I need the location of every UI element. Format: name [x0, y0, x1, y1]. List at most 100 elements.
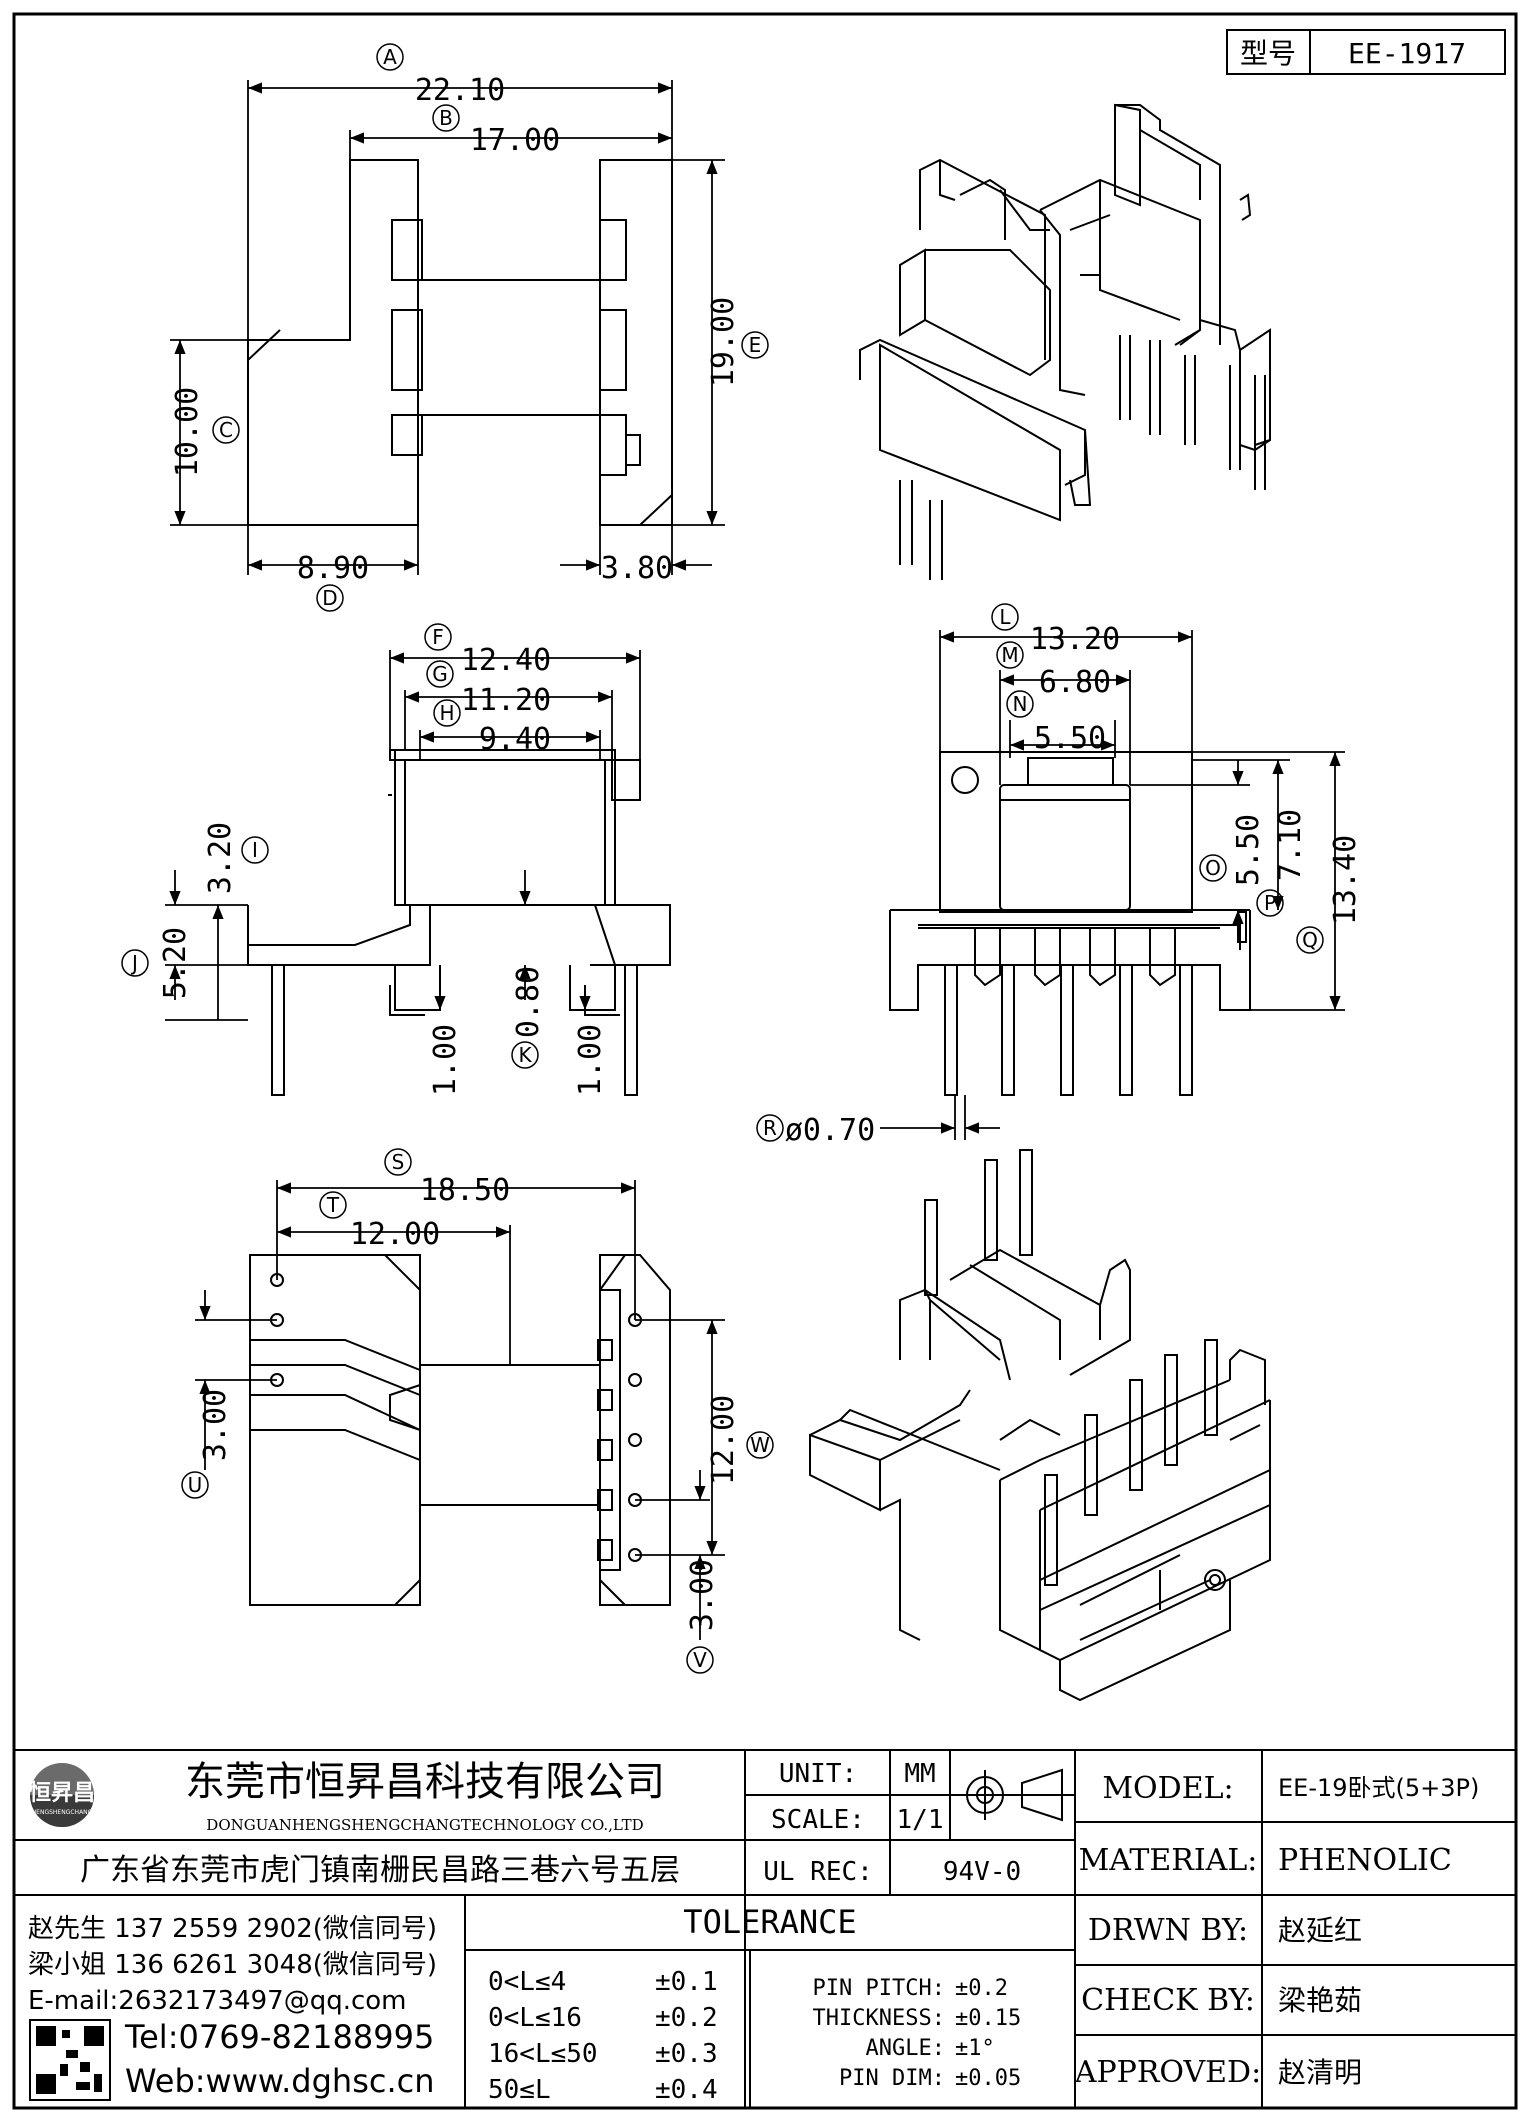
dim-value-r: ø0.70	[785, 1113, 875, 1148]
contact-line-1: 赵先生 137 2559 2902(微信同号)	[28, 1914, 437, 1944]
material-label: MATERIAL:	[1079, 1843, 1258, 1878]
dim-label-e: E	[749, 333, 762, 357]
dim-label-o: O	[1205, 856, 1221, 880]
approved-label: APPROVED:	[1074, 2055, 1261, 2090]
header-model-value: EE-1917	[1348, 37, 1466, 70]
angle-label: ANGLE:	[866, 2036, 945, 2061]
projection-symbol-icon	[960, 1768, 1063, 1822]
angle-value: ±1°	[955, 2036, 995, 2061]
dim-value-p: 7.10	[1273, 809, 1308, 881]
dim-label-r: R	[763, 1116, 777, 1140]
unit-block: UNIT: MM SCALE: 1/1 UL REC: 94V-0	[763, 1759, 1021, 1887]
ul-label: UL REC:	[763, 1857, 873, 1887]
tolerance-value-2: ±0.2	[655, 2003, 718, 2033]
drawn-by-value: 赵延红	[1278, 1914, 1362, 1947]
dim-label-f: F	[432, 625, 444, 649]
tolerance-title: TOLERANCE	[683, 1903, 856, 1941]
dim-value-k: 0.80	[511, 966, 546, 1038]
thickness-value: ±0.15	[955, 2006, 1021, 2031]
dim-value-t: 12.00	[350, 1217, 440, 1252]
model-value: EE-19卧式(5+3P)	[1278, 1774, 1479, 1802]
company-logo: 恒昇昌 HENGSHENGCHANG	[29, 1763, 95, 1827]
info-block: MODEL: EE-19卧式(5+3P) MATERIAL: PHENOLIC …	[1074, 1771, 1480, 2090]
dim-value-d: 8.90	[297, 551, 369, 586]
pin-dim-label: PIN DIM:	[839, 2066, 945, 2091]
dim-value-o: 5.50	[1231, 814, 1266, 886]
dim-value-s: 18.50	[420, 1173, 510, 1208]
pin-pitch-label: PIN PITCH:	[813, 1976, 945, 2001]
qr-code-icon	[29, 2019, 111, 2101]
dim-value-a: 22.10	[415, 73, 505, 108]
dim-label-k: K	[518, 1043, 532, 1067]
company-address: 广东省东莞市虎门镇南栅民昌路三巷六号五层	[80, 1853, 680, 1888]
header-model-box: 型号 EE-1917	[1226, 29, 1506, 75]
company-name-en: DONGUANHENGSHENGCHANGTECHNOLOGY CO.,LTD	[206, 1816, 643, 1834]
dim-value-u: 3.00	[198, 1389, 233, 1461]
dim-label-h: H	[439, 701, 454, 725]
top-view	[247, 159, 673, 526]
material-value: PHENOLIC	[1278, 1843, 1452, 1878]
tolerance-range-3: 16<L≤50	[488, 2039, 598, 2069]
sheet-border	[12, 12, 1518, 2110]
dim-label-d: D	[322, 586, 337, 610]
iso-view-2	[809, 1149, 1271, 1702]
company-name-cn: 东莞市恒昇昌科技有限公司	[185, 1759, 665, 1805]
dim-value-b: 17.00	[470, 123, 560, 158]
unit-value: MM	[904, 1759, 935, 1789]
bottom-view	[249, 1254, 671, 1606]
dim-value-k1: 1.00	[428, 1024, 463, 1096]
dim-value-l: 13.20	[1030, 622, 1120, 657]
contact-email: E-mail:2632173497@qq.com	[28, 1986, 407, 2016]
dim-label-p: P	[1264, 891, 1276, 915]
dim-label-i: I	[252, 838, 258, 862]
unit-label: UNIT:	[779, 1759, 857, 1789]
contacts: 赵先生 137 2559 2902(微信同号) 梁小姐 136 6261 304…	[28, 1914, 437, 2101]
scale-label: SCALE:	[771, 1805, 865, 1835]
dim-label-s: S	[392, 1150, 405, 1174]
tolerance-range-1: 0<L≤4	[488, 1967, 566, 1997]
pin-dim-value: ±0.05	[955, 2066, 1021, 2091]
tolerance-value-3: ±0.3	[655, 2039, 718, 2069]
dim-value-w: 12.00	[706, 1395, 741, 1485]
contact-tel: Tel:0769-82188995	[124, 2018, 434, 2056]
dimension-texts: A 22.10 B 17.00 C 10.00 8.90 D 19.00 E 3…	[121, 43, 1363, 1674]
dim-value-g: 11.20	[461, 683, 551, 718]
logo-sub: HENGSHENGCHANG	[32, 1809, 93, 1816]
dim-label-c: C	[219, 418, 233, 442]
tolerance-range-2: 0<L≤16	[488, 2003, 582, 2033]
title-block	[14, 1749, 1516, 2108]
dim-label-n: N	[1013, 692, 1028, 716]
approved-value: 赵清明	[1278, 2056, 1362, 2089]
dim-label-v: V	[693, 1648, 707, 1672]
tolerance-block: TOLERANCE 0<L≤4 ±0.1 0<L≤16 ±0.2 16<L≤50…	[488, 1903, 1021, 2105]
dim-value-k2: 1.00	[573, 1024, 608, 1096]
dim-label-j: J	[130, 951, 138, 975]
dim-label-l: L	[999, 605, 1011, 629]
logo-text: 恒昇昌	[29, 1780, 95, 1806]
dim-label-t: T	[326, 1193, 340, 1217]
check-by-value: 梁艳茹	[1278, 1984, 1362, 2017]
dim-label-a: A	[383, 45, 397, 69]
dim-label-w: W	[750, 1433, 770, 1457]
iso-view-1	[859, 103, 1271, 580]
tolerance-value-1: ±0.1	[655, 1967, 718, 1997]
dim-value-m: 6.80	[1039, 665, 1111, 700]
ul-value: 94V-0	[943, 1857, 1021, 1887]
dim-value-j: 5.20	[158, 927, 193, 999]
dim-label-b: B	[439, 106, 453, 130]
dim-label-q: Q	[1302, 928, 1318, 952]
dimension-lines	[165, 80, 1345, 1640]
front-view	[889, 751, 1251, 1096]
dim-value-q: 13.40	[1328, 835, 1363, 925]
dim-label-m: M	[1001, 643, 1018, 667]
dim-value-i: 3.20	[203, 822, 238, 894]
dim-value-d2: 3.80	[601, 551, 673, 586]
dim-label-g: G	[432, 662, 448, 686]
drawn-by-label: DRWN BY:	[1088, 1913, 1248, 1948]
pin-pitch-value: ±0.2	[955, 1976, 1008, 2001]
tolerance-range-4: 50≤L	[488, 2075, 551, 2105]
side-view	[247, 749, 671, 1096]
dim-value-f: 12.40	[461, 643, 551, 678]
model-label: MODEL:	[1102, 1771, 1233, 1806]
